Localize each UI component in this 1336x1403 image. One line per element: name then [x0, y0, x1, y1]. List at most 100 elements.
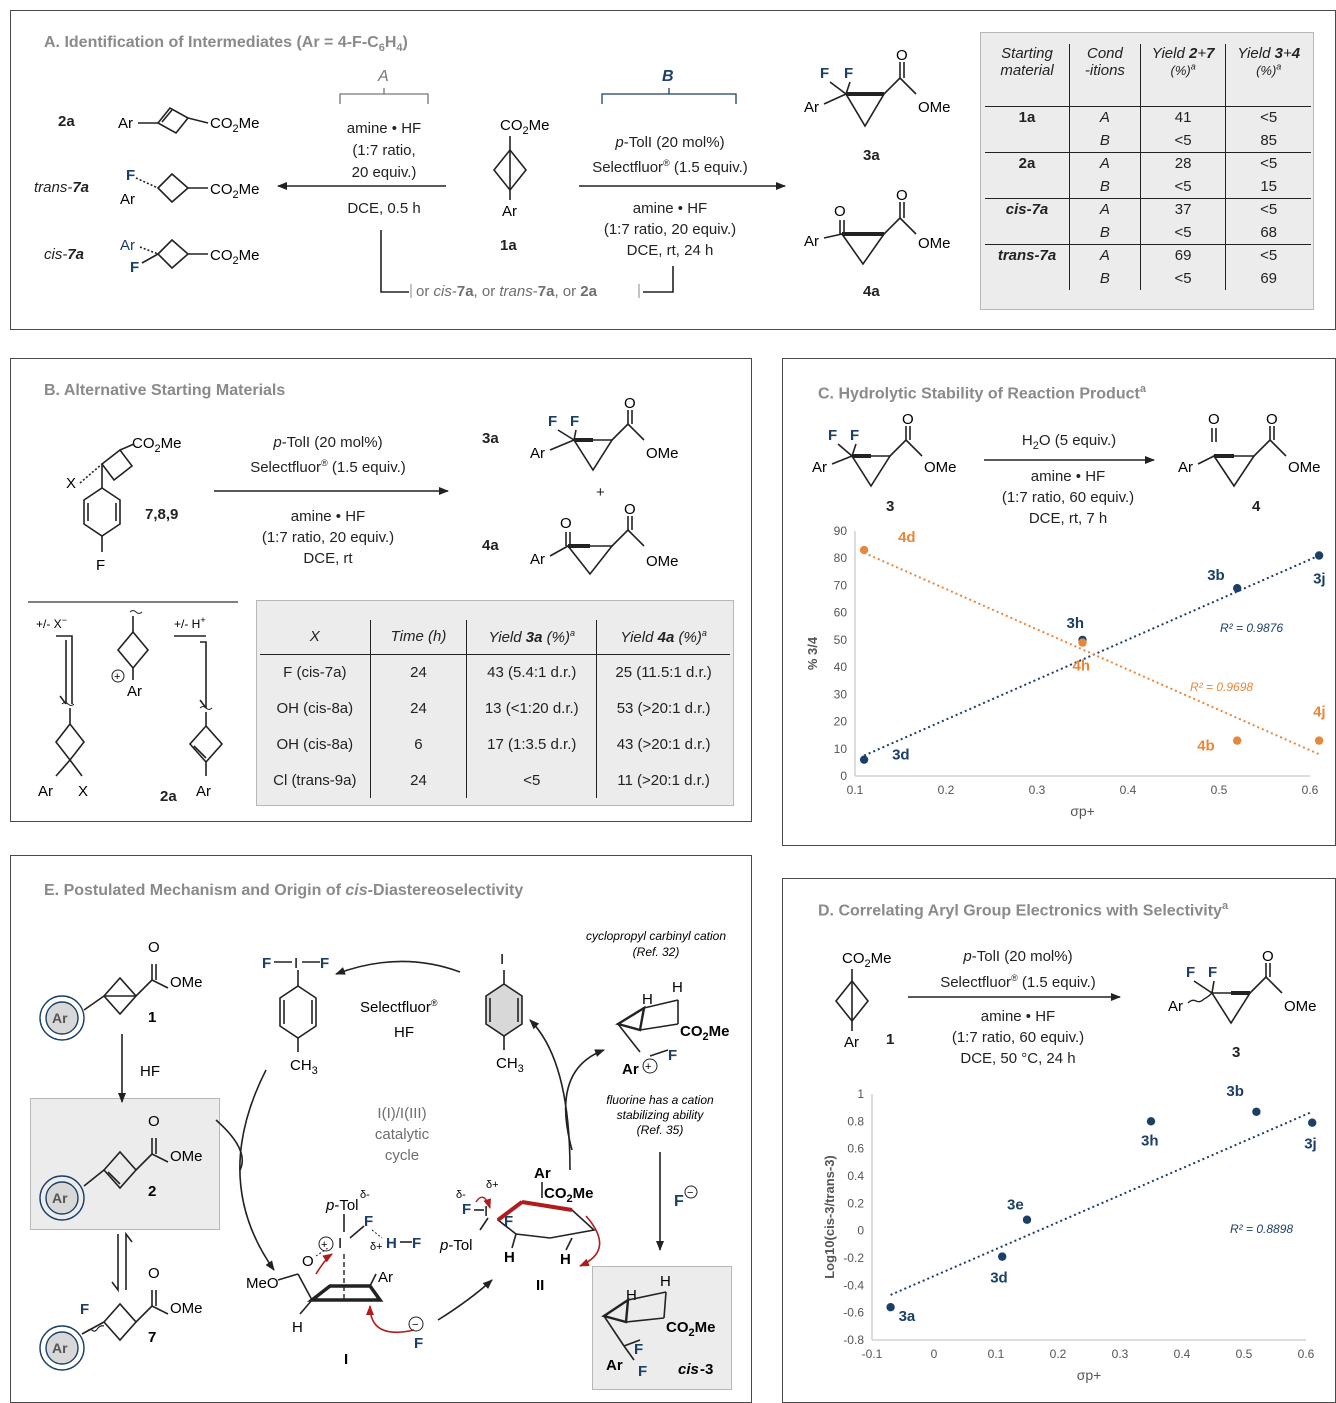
svg-text:1: 1: [148, 1009, 156, 1026]
label-cis-7a: cis-7a: [44, 246, 85, 263]
svg-text:F: F: [844, 65, 853, 82]
table-b-cell: 17 (1:3.5 d.r.): [466, 726, 598, 762]
svg-text:F: F: [462, 1201, 471, 1218]
svg-text:-3: -3: [700, 1361, 713, 1378]
table-b-cell: OH (cis-8a): [260, 726, 371, 762]
cond-pb-1: p-TolI (20 mol%): [273, 434, 383, 451]
y-tick-label: -0.4: [843, 1278, 864, 1292]
panel-c: [782, 358, 1336, 846]
table-b-cell: 24: [370, 690, 468, 726]
table-a-cell: 69: [1260, 270, 1278, 287]
table-a-cell: <5: [1140, 267, 1227, 290]
svg-text:Ar: Ar: [118, 115, 133, 132]
table-a-cell: trans-7a: [985, 244, 1071, 267]
svg-text:O: O: [1262, 948, 1274, 965]
svg-text:F: F: [828, 427, 837, 444]
x-axis-label: σp+: [1077, 1367, 1102, 1383]
svg-text:F: F: [674, 1193, 684, 1210]
svg-text:I: I: [294, 955, 298, 972]
svg-text:Ar: Ar: [530, 445, 545, 462]
svg-text:H: H: [642, 991, 653, 1008]
x-tick-label: 0.1: [847, 783, 864, 797]
trendline: [863, 554, 1320, 757]
svg-text:I: I: [338, 1235, 342, 1252]
data-label: 4b: [1197, 738, 1215, 755]
x-tick-label: 0: [931, 1347, 938, 1361]
table-b-cell: Cl (trans-9a): [260, 762, 371, 798]
x-tick-label: 0.5: [1236, 1347, 1253, 1361]
svg-text:+/- X−: +/- X−: [36, 615, 67, 631]
table-b-cell: 24: [370, 762, 468, 798]
svg-text:(Ref. 35): (Ref. 35): [637, 1123, 684, 1137]
svg-text:F: F: [412, 1235, 421, 1252]
svg-text:HF: HF: [140, 1063, 160, 1080]
label-trans-7a: trans-7a: [34, 179, 90, 196]
cond-b-2: Selectfluor® (1.5 equiv.): [592, 158, 748, 176]
data-point: [1078, 638, 1087, 647]
svg-text:Ar: Ar: [38, 783, 53, 800]
panel-a-title: A. Identification of Intermediates (Ar =…: [44, 34, 408, 55]
svg-text:X: X: [78, 783, 88, 800]
arrow-a: [277, 182, 446, 190]
y-tick-label: 70: [834, 578, 848, 592]
cond-pb-3: amine • HF: [290, 508, 366, 525]
x-tick-label: 0.4: [1120, 783, 1137, 797]
svg-text:F: F: [262, 955, 271, 972]
y-axis-label: Log10(cis-3/trans-3): [822, 1155, 837, 1279]
svg-text:O: O: [148, 1265, 160, 1282]
svg-text:δ+: δ+: [486, 1179, 499, 1191]
bracket-b: [601, 88, 737, 104]
table-a-cell: 28: [1140, 152, 1227, 175]
svg-text:X: X: [66, 475, 76, 492]
table-b-cell: 11 (>20:1 d.r.): [617, 771, 710, 789]
svg-text:CO2Me: CO2Me: [544, 1185, 593, 1205]
svg-text:F: F: [820, 65, 829, 82]
svg-text:Ar: Ar: [1178, 459, 1193, 476]
svg-text:O: O: [896, 47, 908, 64]
svg-text:Ar: Ar: [502, 203, 517, 220]
svg-text:Ar: Ar: [196, 783, 211, 800]
data-label: 3d: [892, 747, 910, 764]
data-label: 3b: [1226, 1083, 1244, 1100]
svg-text:Ar: Ar: [120, 237, 135, 254]
svg-text:O: O: [560, 515, 572, 532]
svg-text:Ar: Ar: [804, 99, 819, 116]
svg-text:cycle: cycle: [385, 1147, 419, 1164]
label-3a: 3a: [863, 147, 880, 164]
table-b-cell: 43 (5.4:1 d.r.): [466, 654, 598, 690]
table-a-cell: A: [1069, 198, 1141, 221]
svg-text:2: 2: [148, 1183, 156, 1200]
svg-text:Selectfluor®: Selectfluor®: [360, 998, 438, 1016]
svg-text:O: O: [1208, 411, 1220, 428]
cond-b-5: DCE, rt, 24 h: [626, 242, 714, 259]
data-point: [1146, 1117, 1156, 1126]
y-tick-label: 0: [857, 1224, 864, 1238]
cond-pd-1: p-TolI (20 mol%): [963, 948, 1073, 965]
svg-text:OMe: OMe: [170, 1148, 203, 1165]
table-b-cell: 43 (>20:1 d.r.): [616, 735, 711, 753]
cond-a-2: (1:7 ratio,: [352, 142, 416, 159]
y-tick-label: 50: [834, 633, 848, 647]
cond-pc-1: H2O (5 equiv.): [1021, 432, 1117, 452]
r-squared-label: R² = 0.9698: [1190, 680, 1253, 694]
svg-text:+: +: [114, 671, 120, 683]
svg-text:OMe: OMe: [170, 1300, 203, 1317]
svg-text:CO2Me: CO2Me: [210, 181, 259, 201]
svg-text:I: I: [344, 1351, 348, 1368]
structure-pc: F F Ar O OMe O Ar O OMe: [812, 411, 1321, 488]
y-tick-label: -0.6: [843, 1306, 864, 1320]
svg-text:CO2Me: CO2Me: [132, 435, 181, 455]
svg-text:F: F: [96, 557, 105, 574]
svg-text:F: F: [850, 427, 859, 444]
cond-pd-2: Selectfluor® (1.5 equiv.): [940, 973, 1096, 991]
table-b: X Time (h) Yield 3a (%)a Yield 4a (%)a F…: [260, 620, 730, 798]
svg-text:OMe: OMe: [170, 974, 203, 991]
data-point: [1022, 1215, 1032, 1224]
cond-pc-4: DCE, rt, 7 h: [1028, 510, 1108, 527]
svg-text:F: F: [668, 1047, 677, 1064]
x-tick-label: 0.6: [1298, 1347, 1315, 1361]
